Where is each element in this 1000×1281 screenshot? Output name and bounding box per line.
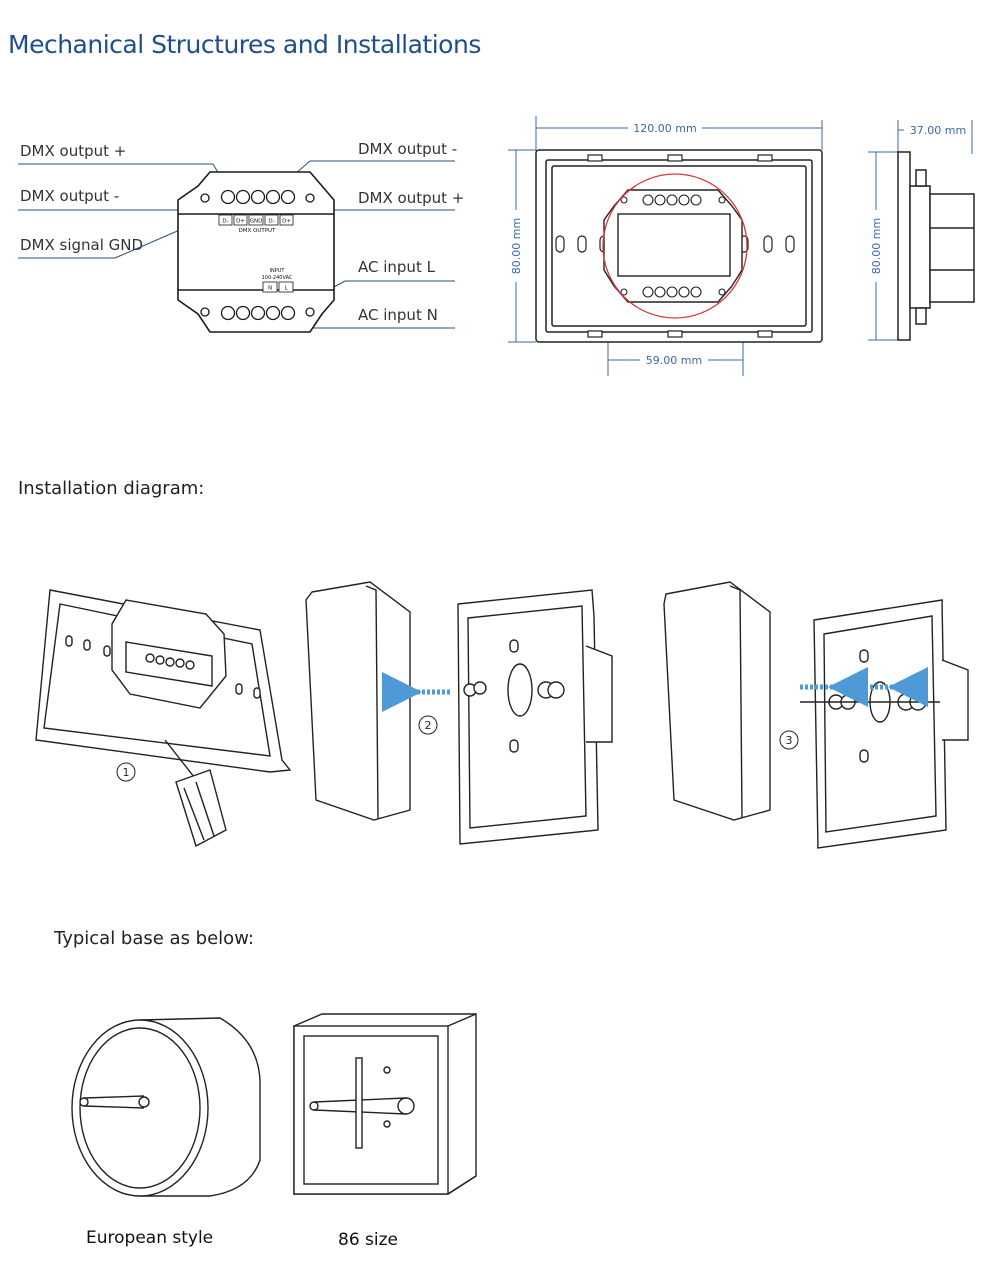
base-drawings xyxy=(71,1013,477,1197)
step-3-number: 3 xyxy=(786,734,793,747)
label-dmx-output-minus-right: DMX output - xyxy=(358,140,458,158)
label-dmx-output-plus-right: DMX output + xyxy=(358,189,465,207)
page-title: Mechanical Structures and Installations xyxy=(8,30,481,59)
label-ac-input-l: AC input L xyxy=(358,258,435,276)
terminal-label: N xyxy=(268,286,272,292)
terminal-label: D+ xyxy=(236,219,245,225)
dimension-depth: 37.00 mm xyxy=(910,124,966,137)
dimension-height-front: 80.00 mm xyxy=(510,218,523,274)
label-dmx-output-plus-left: DMX output + xyxy=(20,142,127,160)
dmx-output-caption: DMX OUTPUT xyxy=(239,228,277,234)
front-panel-drawing: 120.00 mm 59.00 mm 80.00 mm xyxy=(508,120,823,376)
input-voltage: 100-240VAC xyxy=(262,275,293,281)
terminal-label: L xyxy=(284,286,288,292)
label-dmx-signal-gnd: DMX signal GND xyxy=(20,236,144,254)
installation-diagram: 1 2 3 xyxy=(35,581,969,849)
side-dimension-drawing: 37.00 mm 80.00 mm xyxy=(868,120,975,341)
label-ac-input-n: AC input N xyxy=(358,306,438,324)
label-dmx-output-minus-left: DMX output - xyxy=(20,187,120,205)
input-caption: INPUT xyxy=(270,268,286,274)
installation-heading: Installation diagram: xyxy=(18,478,205,499)
dimension-inner: 59.00 mm xyxy=(646,354,702,367)
terminal-label: GND xyxy=(250,219,263,225)
base-86-caption: 86 size xyxy=(338,1230,398,1250)
terminal-label: D- xyxy=(222,219,228,225)
dimension-height-side: 80.00 mm xyxy=(870,218,883,274)
step-2-number: 2 xyxy=(425,719,432,732)
wiring-module-drawing: D- D+ GND D- D+ DMX OUTPUT INPUT 100-240… xyxy=(18,160,455,333)
dimension-width: 120.00 mm xyxy=(633,122,696,135)
terminal-label: D- xyxy=(268,219,274,225)
base-heading: Typical base as below: xyxy=(54,928,254,949)
base-european-caption: European style xyxy=(86,1228,214,1248)
step-1-number: 1 xyxy=(123,766,130,779)
terminal-label: D+ xyxy=(282,219,291,225)
